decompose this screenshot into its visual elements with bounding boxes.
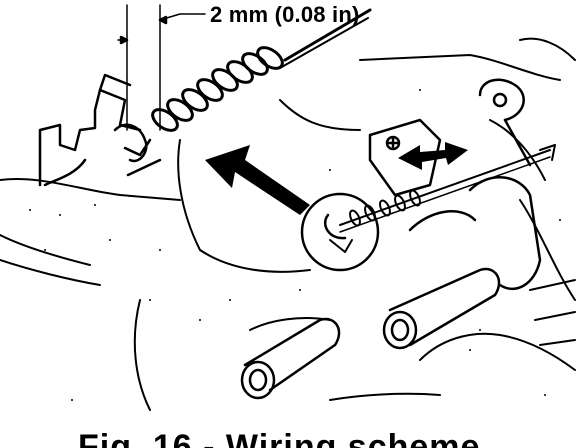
detail-circle bbox=[300, 192, 380, 272]
double-arrow-icon bbox=[398, 142, 468, 170]
carburetor-bosses bbox=[240, 176, 542, 400]
carburetor-body bbox=[0, 37, 576, 411]
rod-spring bbox=[349, 189, 421, 227]
figure-caption-region: Fig. 16 - Wiring scheme bbox=[0, 400, 576, 448]
stipple-texture bbox=[29, 89, 561, 401]
throttle-cable bbox=[283, 8, 372, 62]
throttle-lever bbox=[478, 78, 532, 167]
figure-caption: Fig. 16 - Wiring scheme bbox=[78, 428, 481, 448]
dimension-callout: 2 mm (0.08 in) bbox=[210, 2, 360, 27]
arrow-icon bbox=[205, 145, 310, 215]
return-spring bbox=[151, 46, 284, 132]
mounting-plate bbox=[368, 118, 442, 197]
linkage-bracket bbox=[38, 73, 162, 187]
